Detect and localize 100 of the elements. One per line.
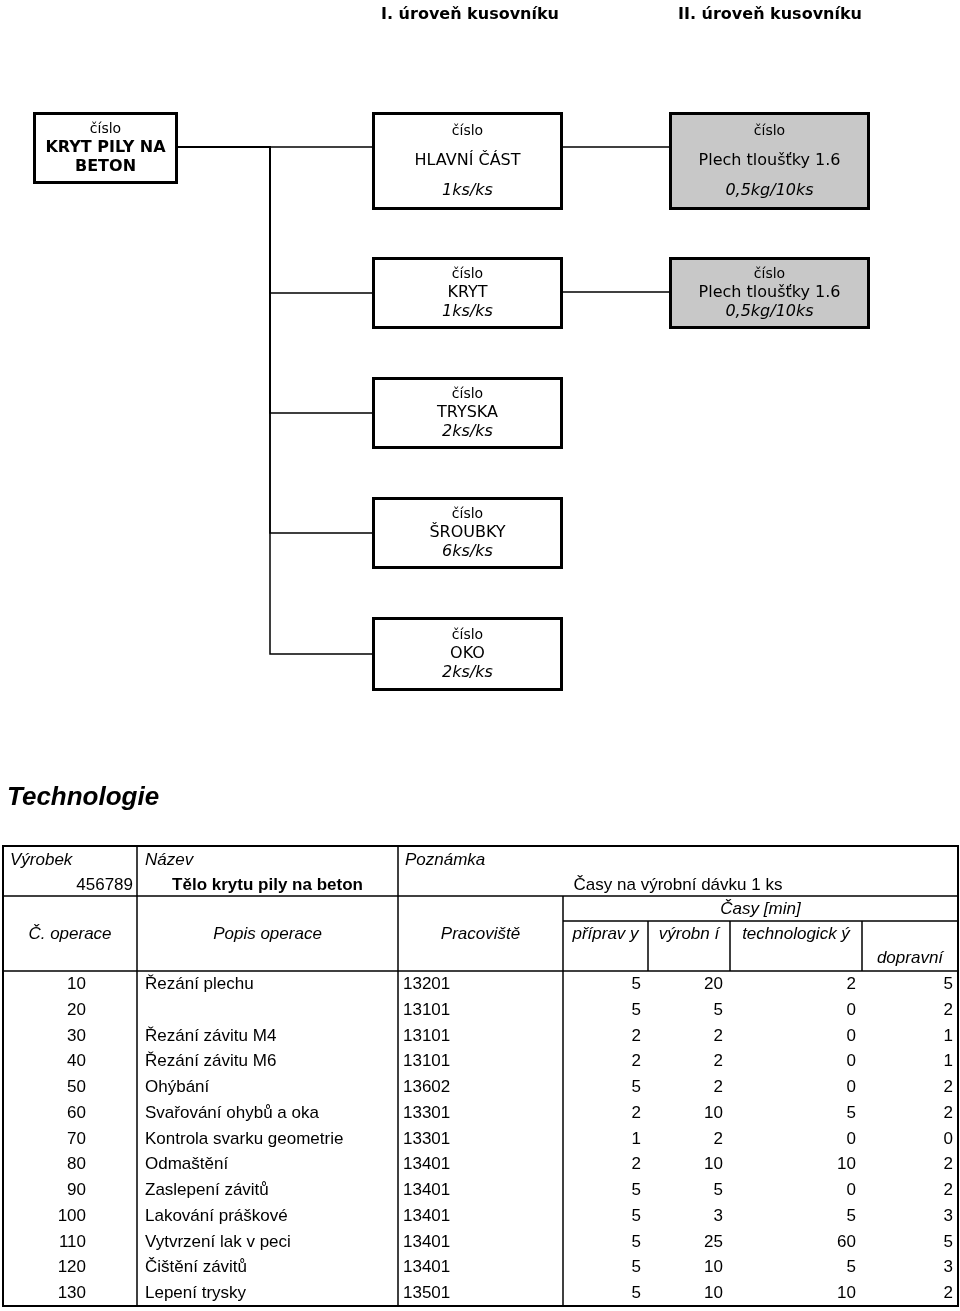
number-label: číslo [451,385,484,403]
part-name: OKO [450,643,485,663]
component-box [33,112,178,184]
cell-text: Zaslepení závitů [145,1179,269,1202]
material-box [669,257,870,329]
cell-text: 5 [631,1282,641,1305]
cell-text: 0 [846,1179,856,1202]
cell-text: 3 [943,1204,953,1227]
cell-text: 50 [67,1076,86,1099]
cell-text: Lakování práškové [145,1204,288,1227]
cell-text: 1 [631,1127,641,1150]
cell-text: Řezání závitu M6 [145,1050,277,1073]
cell-text: 2 [631,1153,641,1176]
cell-text: 1 [943,1024,953,1047]
cell-text: 10 [704,1153,723,1176]
column-header: výrobn í [657,923,722,945]
cell-text: 25 [704,1230,723,1253]
quantity-label: 0,5kg/10ks [725,301,814,321]
column-header: technologick ý [741,923,852,945]
cell-text: 60 [67,1101,86,1124]
cell-text: 10 [704,1256,723,1279]
quantity-label: 1ks/ks [442,301,493,321]
part-name: Plech tloušťky 1.6 [698,150,841,170]
part-name: TRYSKA [437,402,498,422]
cell-text: 0 [846,1076,856,1099]
cell-text: Řezání závitu M4 [145,1024,277,1047]
component-box [372,617,563,691]
cell-text: 2 [713,1127,723,1150]
cell-text: 130 [57,1282,86,1305]
cell-text: Vytvrzení lak v peci [145,1230,291,1253]
cell-text: 0 [846,1024,856,1047]
column-header: Poznámka [405,849,486,871]
number-label: číslo [451,626,484,644]
cell-text: 13401 [403,1153,451,1176]
cell-text: Odmaštění [145,1153,229,1176]
part-name: KRYT PILY NA BETON [44,137,167,176]
part-name: ŠROUBKY [429,522,506,542]
number-label: číslo [89,120,122,138]
number-label: číslo [451,505,484,522]
cell-text: 10 [67,973,86,995]
cell-text: 5 [631,1204,641,1227]
cell-text: Tělo krytu pily na beton [172,874,363,896]
cell-text: Časy na výrobní dávku 1 ks [573,874,783,896]
cell-text: 40 [67,1050,86,1073]
column-header: dopravní [876,947,944,969]
cell-text: 90 [67,1179,86,1202]
cell-text: 2 [943,1153,953,1176]
component-box [372,377,563,449]
part-name: Plech tloušťky 1.6 [698,282,841,302]
cell-text: 5 [713,1179,723,1202]
component-box [372,112,563,210]
column-header: Pracoviště [440,923,521,945]
component-box [372,497,563,569]
column-header: Časy [min] [720,898,801,920]
cell-text: 5 [631,1230,641,1253]
level-heading: I. úroveň kusovníku [381,3,559,25]
quantity-label: 2ks/ks [442,662,493,682]
column-header: Výrobek [10,849,73,871]
number-label: číslo [451,265,484,283]
cell-text: 2 [713,1024,723,1047]
quantity-label: 0,5kg/10ks [725,180,814,200]
cell-text: 13401 [403,1256,451,1279]
cell-text: 5 [846,1204,856,1227]
cell-text: 5 [943,973,953,995]
connector-line [562,146,670,148]
cell-text: 13301 [403,1127,451,1150]
cell-text: 0 [846,998,856,1021]
column-header: Popis operace [213,923,322,945]
cell-text: 10 [704,1282,723,1305]
cell-text: 13401 [403,1230,451,1253]
cell-text: 2 [713,1076,723,1099]
cell-text: 10 [837,1153,856,1176]
cell-text: 5 [631,973,641,995]
cell-text: 5 [631,998,641,1021]
cell-text: 2 [713,1050,723,1073]
cell-text: Svařování ohybů a oka [145,1101,319,1124]
column-header: příprav y [571,923,640,945]
column-header: Č. operace [28,923,112,945]
cell-text: Ohýbání [145,1076,210,1099]
cell-text: 0 [846,1127,856,1150]
cell-text: 13301 [403,1101,451,1124]
cell-text: 13101 [403,1024,451,1047]
cell-text: 30 [67,1024,86,1047]
cell-text: 60 [837,1230,856,1253]
cell-text: 2 [943,998,953,1021]
number-label: číslo [753,265,786,283]
cell-text: 120 [57,1256,86,1279]
part-name: KRYT [447,282,488,302]
cell-text: 13101 [403,998,451,1021]
cell-text: 13201 [403,973,451,995]
level-heading: II. úroveň kusovníku [678,3,862,25]
cell-text: 5 [846,1256,856,1279]
cell-text: 456789 [76,874,133,896]
cell-text: 13101 [403,1050,451,1073]
cell-text: 1 [943,1050,953,1073]
cell-text: 10 [837,1282,856,1305]
cell-text: 5 [846,1101,856,1124]
cell-text: 2 [631,1101,641,1124]
cell-text: Řezání plechu [145,973,254,995]
cell-text: 5 [631,1179,641,1202]
